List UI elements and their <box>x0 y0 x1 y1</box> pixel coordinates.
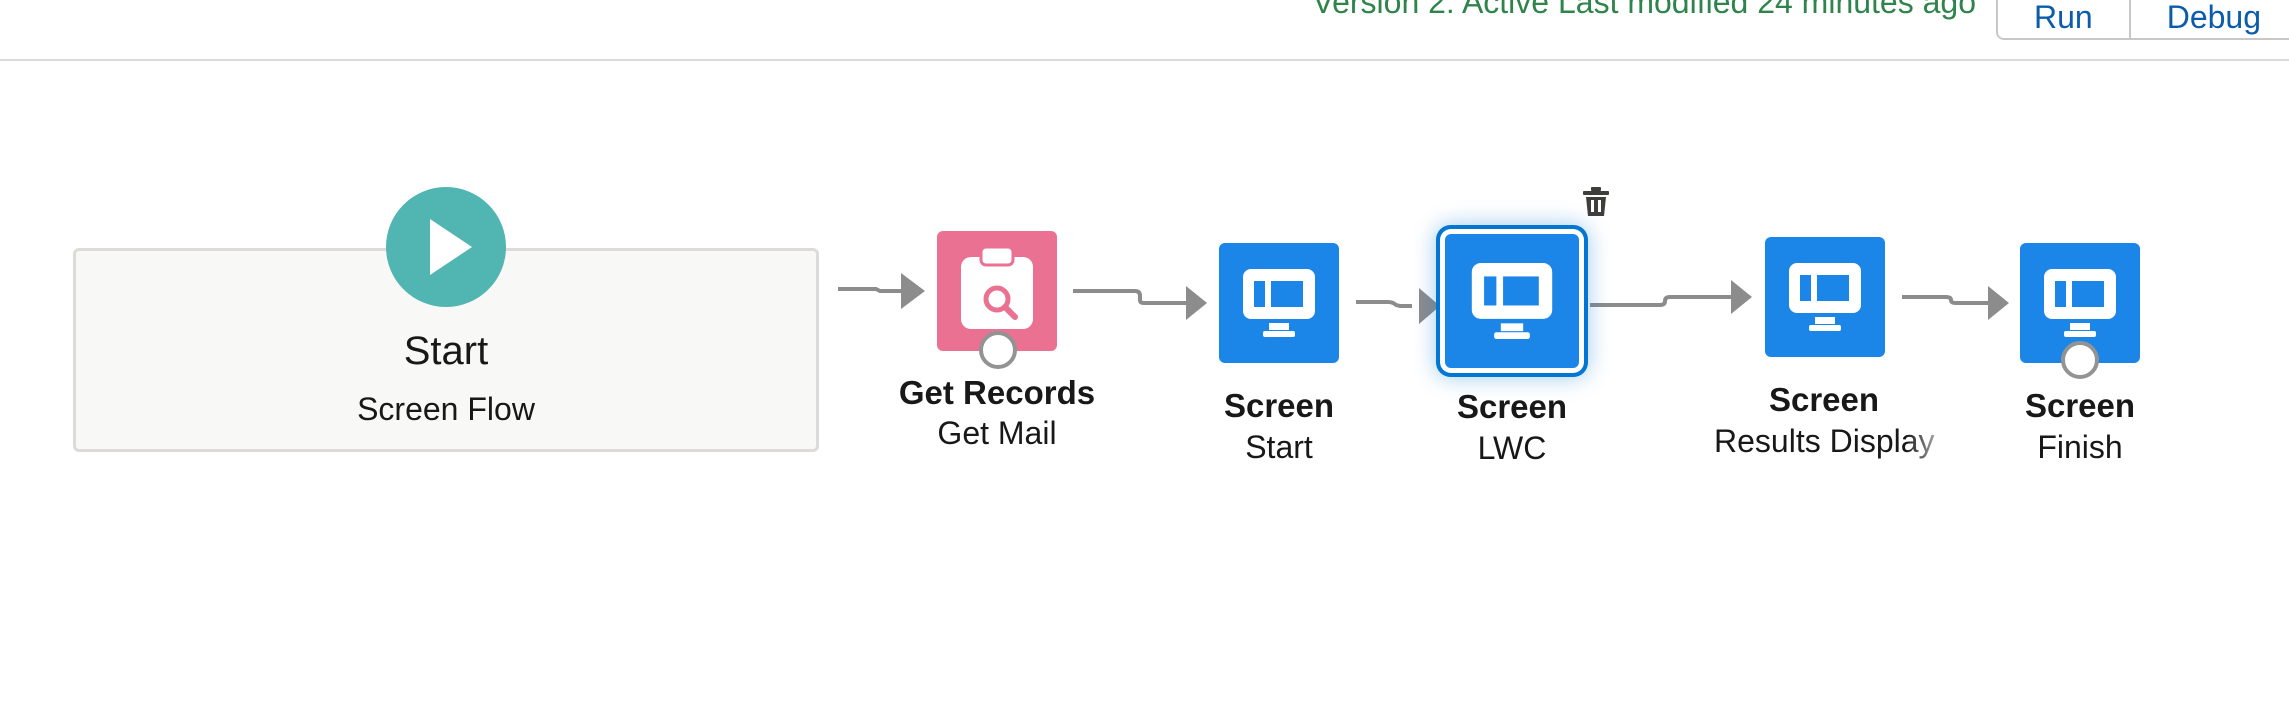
arrowhead-2 <box>1186 286 1207 320</box>
connector-get-records-to-start-screen <box>1073 289 1190 305</box>
start-title: Start <box>403 329 489 373</box>
screen-finish-type: Screen <box>2024 387 2136 424</box>
monitor-icon <box>2044 269 2116 337</box>
toolbar-button-group: Run Debug <box>1996 0 2289 40</box>
arrowhead-3 <box>1419 288 1440 324</box>
screen-start-type: Screen <box>1223 387 1335 424</box>
arrowhead-1 <box>901 273 925 309</box>
trash-icon[interactable] <box>1582 187 1610 217</box>
connector-start-screen-to-lwc <box>1356 300 1412 308</box>
toolbar: Version 2: Active Last modified 24 minut… <box>0 0 2289 61</box>
get-records-fault-connector-ring[interactable] <box>979 331 1017 369</box>
screen-node-lwc[interactable] <box>1445 234 1579 368</box>
finish-end-ring[interactable] <box>2061 341 2099 379</box>
monitor-icon <box>1243 269 1315 337</box>
get-records-node-type: Get Records <box>898 374 1096 411</box>
screen-results-display-type: Screen <box>1768 381 1880 418</box>
connector-results-to-finish <box>1902 295 1990 305</box>
screen-start-label: Start <box>1245 429 1313 465</box>
monitor-icon <box>1789 263 1861 331</box>
screen-node-start[interactable] <box>1219 243 1339 363</box>
start-subtitle: Screen Flow <box>357 391 535 427</box>
screen-node-results-display[interactable] <box>1765 237 1885 357</box>
flow-status-text: Version 2: Active Last modified 24 minut… <box>1312 0 1977 20</box>
screen-finish-label: Finish <box>2037 429 2123 465</box>
screen-lwc-type: Screen <box>1456 388 1568 425</box>
flow-canvas[interactable]: Start Screen Flow Get Records Get Mail S… <box>0 61 2289 726</box>
connector-start-to-get-records <box>838 287 905 293</box>
screen-results-display-label: Results Display <box>1714 423 1935 459</box>
arrowhead-4 <box>1731 280 1752 314</box>
arrowhead-5 <box>1988 286 2009 320</box>
flow-connectors <box>838 273 2009 324</box>
debug-button[interactable]: Debug <box>2128 0 2289 38</box>
get-records-node-label: Get Mail <box>937 415 1057 451</box>
play-icon[interactable] <box>386 187 506 307</box>
screen-node-finish[interactable] <box>2020 243 2140 363</box>
connector-lwc-to-results <box>1590 295 1740 307</box>
run-button[interactable]: Run <box>1998 0 2129 38</box>
screen-lwc-label: LWC <box>1477 430 1547 466</box>
clipboard-search-icon <box>961 245 1033 329</box>
monitor-icon <box>1471 263 1553 339</box>
